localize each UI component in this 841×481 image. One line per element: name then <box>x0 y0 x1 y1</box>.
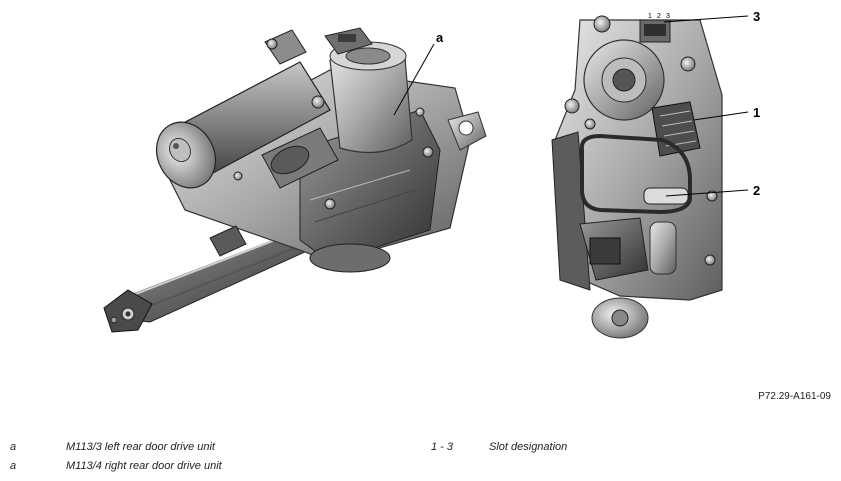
figure-reference-code: P72.29-A161-09 <box>758 391 831 402</box>
legend-key: 1 - 3 <box>431 441 454 453</box>
legend-row: a M113/4 right rear door drive unit <box>0 460 841 476</box>
callout-lines <box>393 15 749 197</box>
drive-unit-illustration: 1 2 3 a 1 2 3 <box>103 9 760 339</box>
callout-3: 3 <box>753 9 760 24</box>
right-drive-unit: 1 2 3 <box>551 13 723 339</box>
callout-a: a <box>436 30 444 45</box>
legend-text: M113/3 left rear door drive unit <box>66 441 215 453</box>
left-drive-unit <box>103 27 487 333</box>
pin-number-2: 2 <box>657 13 661 20</box>
callout-1: 1 <box>753 105 760 120</box>
pin-number-1: 1 <box>648 13 652 20</box>
legend-key: a <box>10 460 17 472</box>
legend-text: M113/4 right rear door drive unit <box>66 460 222 472</box>
legend-key: a <box>10 441 17 453</box>
callout-2: 2 <box>753 183 760 198</box>
legend-text: Slot designation <box>489 441 568 453</box>
pin-number-3: 3 <box>666 13 670 20</box>
legend-row: a M113/3 left rear door drive unit 1 - 3… <box>0 441 841 457</box>
